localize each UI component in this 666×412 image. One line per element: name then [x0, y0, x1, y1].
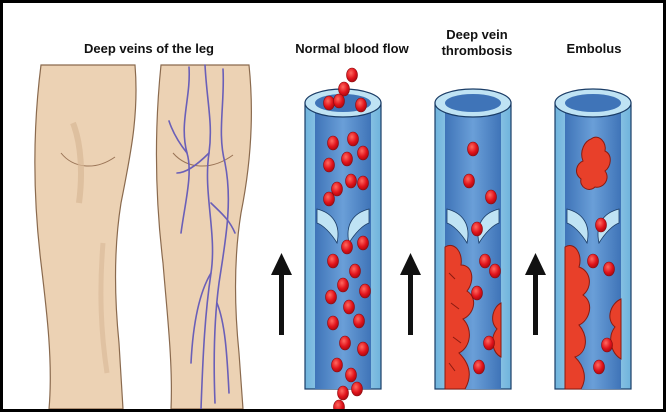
up-arrow-icon [525, 253, 546, 335]
red-blood-cell [464, 174, 475, 188]
red-blood-cell [348, 132, 359, 146]
red-blood-cell [346, 368, 357, 382]
red-blood-cell [338, 386, 349, 400]
red-blood-cell [324, 96, 335, 110]
red-blood-cell [604, 262, 615, 276]
leg-left [35, 65, 136, 409]
illustration [3, 3, 663, 409]
red-blood-cell [334, 94, 345, 108]
red-blood-cell [350, 264, 361, 278]
red-blood-cell [324, 192, 335, 206]
vessel-dvt [435, 89, 511, 389]
up-arrow-icon [400, 253, 421, 335]
red-blood-cell [342, 152, 353, 166]
red-blood-cell [356, 98, 367, 112]
red-blood-cell [352, 382, 363, 396]
red-blood-cell [480, 254, 491, 268]
red-blood-cell [332, 358, 343, 372]
red-blood-cell [594, 360, 605, 374]
up-arrow-icon [271, 253, 292, 335]
red-blood-cell [358, 146, 369, 160]
red-blood-cell [328, 254, 339, 268]
red-blood-cell [486, 190, 497, 204]
red-blood-cell [602, 338, 613, 352]
red-blood-cell [328, 316, 339, 330]
red-blood-cell [328, 136, 339, 150]
red-blood-cell [338, 278, 349, 292]
red-blood-cell [324, 158, 335, 172]
leg-right [157, 65, 252, 409]
vessel-embolus [555, 89, 631, 389]
red-blood-cell [474, 360, 485, 374]
red-blood-cell [360, 284, 371, 298]
red-blood-cell [347, 68, 358, 82]
red-blood-cell [484, 336, 495, 350]
red-blood-cell [334, 400, 345, 409]
red-blood-cell [346, 174, 357, 188]
red-blood-cell [358, 236, 369, 250]
red-blood-cell [472, 222, 483, 236]
red-blood-cell [326, 290, 337, 304]
red-blood-cell [354, 314, 365, 328]
red-blood-cell [344, 300, 355, 314]
red-blood-cell [596, 218, 607, 232]
red-blood-cell [472, 286, 483, 300]
red-blood-cell [358, 176, 369, 190]
red-blood-cell [490, 264, 501, 278]
red-blood-cell [340, 336, 351, 350]
red-blood-cell [342, 240, 353, 254]
red-blood-cell [358, 342, 369, 356]
red-blood-cell [468, 142, 479, 156]
red-blood-cell [588, 254, 599, 268]
